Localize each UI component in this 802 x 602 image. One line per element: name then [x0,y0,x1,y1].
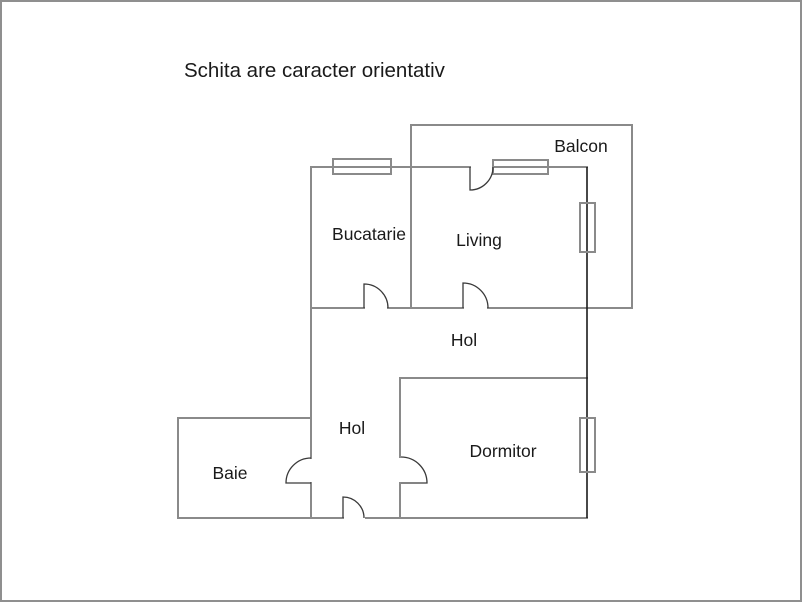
entrance-door-arc [342,496,365,519]
living-door-arc [462,282,489,309]
balcony-door-arc [469,166,494,191]
bathroom-door-arc [285,457,312,484]
bedroom-window [579,417,596,473]
room-label-living: Living [456,230,502,250]
room-label-bathroom: Baie [212,463,247,483]
room-label-hall-upper: Hol [451,330,477,350]
room-label-kitchen: Bucatarie [332,224,406,244]
entrance-arrow-icon [342,527,367,577]
room-label-bedroom: Dormitor [469,441,536,461]
kitchen-window [332,158,392,175]
bathroom-wall [177,417,312,519]
room-label-hall-lower: Hol [339,418,365,438]
living-side-window [579,202,596,253]
room-label-balcony: Balcon [554,136,608,156]
balcony-wall [410,124,633,309]
bedroom-door-arc [400,456,428,484]
page-title: Schita are caracter orientativ [184,59,446,82]
kitchen-door-arc [363,283,389,309]
